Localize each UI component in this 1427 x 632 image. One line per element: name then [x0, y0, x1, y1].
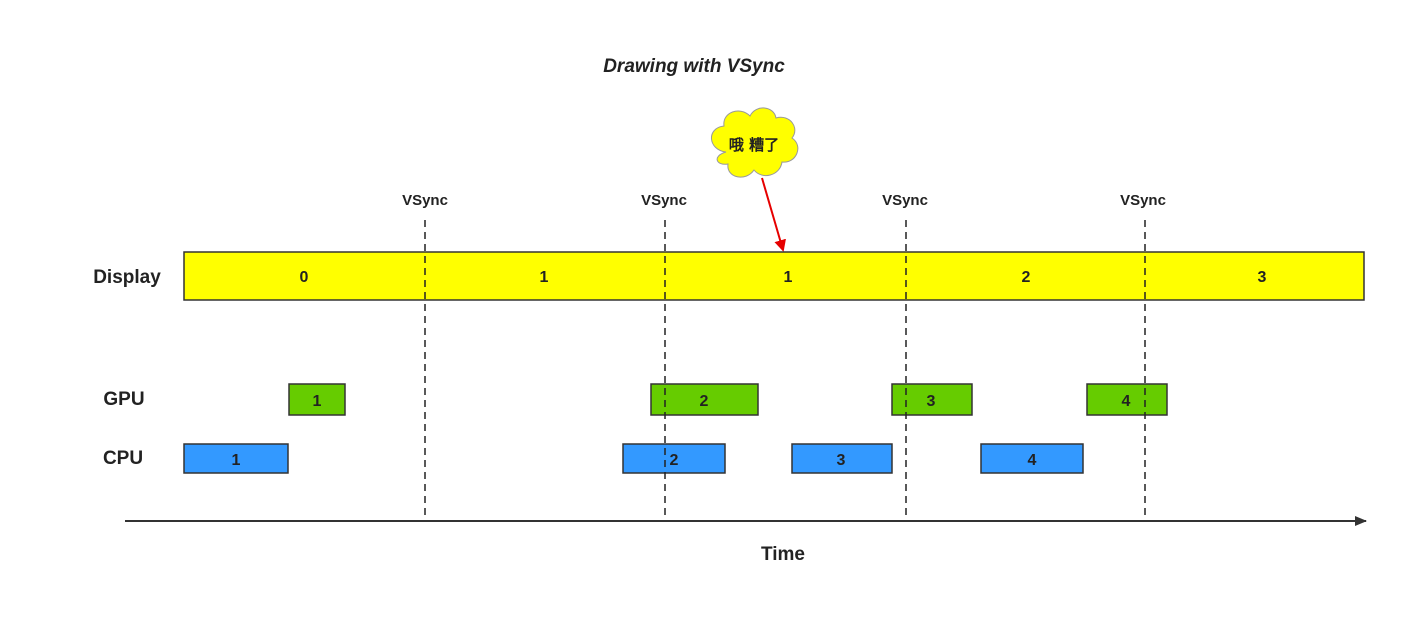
row-label-display: Display [93, 267, 161, 288]
display-bar [183, 251, 1365, 301]
vsync-marker: VSync [641, 192, 687, 520]
gpu-block: 3 [891, 383, 973, 416]
cpu-block-label: 4 [1028, 452, 1037, 469]
cpu-block: 4 [980, 443, 1084, 474]
vsync-marker: VSync [1120, 192, 1166, 520]
gpu-block: 2 [650, 383, 759, 416]
cpu-block: 3 [791, 443, 893, 474]
callout-cloud: 哦 糟了 [711, 107, 799, 178]
cpu-block: 1 [183, 443, 289, 474]
gpu-block: 1 [288, 383, 346, 416]
callout-arrow [761, 177, 786, 252]
display-segment: 0 [300, 269, 309, 286]
vsync-label: VSync [641, 192, 687, 209]
gpu-block-label: 2 [700, 393, 709, 410]
row-label-gpu: GPU [103, 389, 144, 410]
gpu-block: 4 [1086, 383, 1168, 416]
callout-text: 哦 糟了 [729, 136, 779, 154]
row-label-cpu: CPU [103, 448, 143, 469]
display-segment: 3 [1258, 269, 1267, 286]
cpu-block: 2 [622, 443, 726, 474]
gpu-block-label: 4 [1122, 393, 1131, 410]
time-axis-label: Time [761, 544, 805, 565]
display-segment: 1 [540, 269, 549, 286]
vsync-label: VSync [1120, 192, 1166, 209]
gpu-block-label: 3 [927, 393, 936, 410]
vsync-marker: VSync [402, 192, 448, 520]
gpu-block-label: 1 [313, 393, 322, 410]
vsync-label: VSync [882, 192, 928, 209]
vsync-marker: VSync [882, 192, 928, 520]
vsync-label: VSync [402, 192, 448, 209]
display-segment: 1 [784, 269, 793, 286]
cpu-block-label: 2 [670, 452, 679, 469]
cpu-block-label: 1 [232, 452, 241, 469]
cpu-block-label: 3 [837, 452, 846, 469]
display-segment: 2 [1022, 269, 1031, 286]
diagram-title: Drawing with VSync [603, 56, 785, 77]
